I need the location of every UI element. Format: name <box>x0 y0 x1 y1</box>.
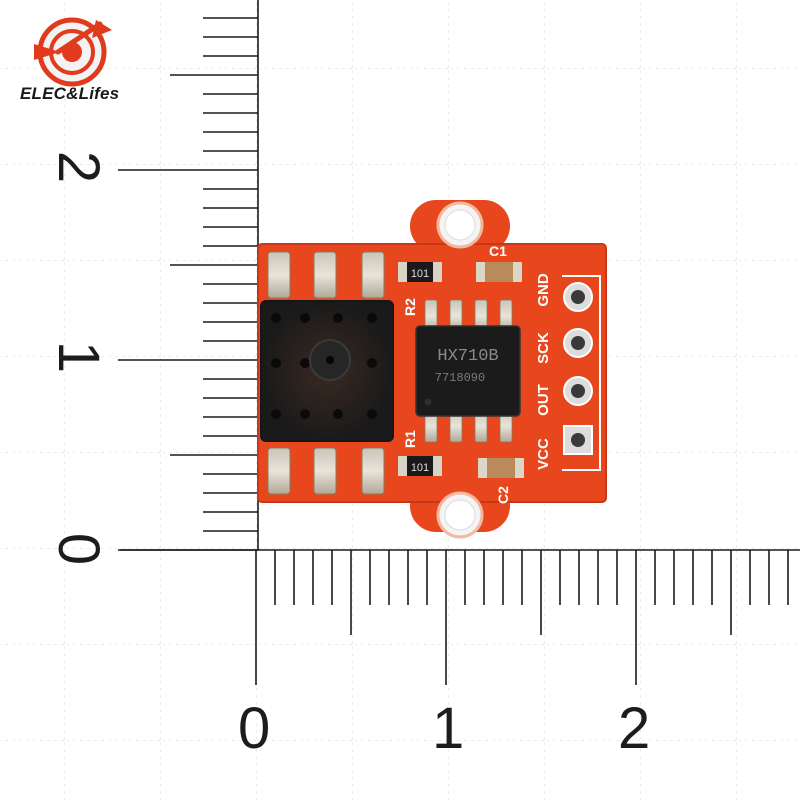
ruler-label-left-1: 1 <box>46 340 112 374</box>
hx710b-chip: HX710B 7718090 <box>415 325 521 417</box>
resistor-code-top: 101 <box>411 268 429 280</box>
header-pins <box>563 282 593 455</box>
capacitor-c1 <box>476 262 522 282</box>
ruler-label-bottom-0: 0 <box>238 696 271 761</box>
resistor-r2: 101 <box>398 262 442 282</box>
header-pin-outline <box>562 275 601 471</box>
mounting-hole-top <box>436 201 484 249</box>
label-r2: R2 <box>402 298 418 316</box>
ruler-label-bottom-2: 2 <box>618 696 651 761</box>
pin-label-gnd: GND <box>535 273 552 307</box>
sensor-pads-bottom <box>267 447 385 495</box>
chip-part-number: HX710B <box>437 347 498 366</box>
pin-label-vcc: VCC <box>535 438 552 470</box>
resistor-code-bottom: 101 <box>411 462 429 474</box>
label-r1: R1 <box>402 430 418 448</box>
chip-date-code: 7718090 <box>435 371 485 385</box>
pin-vcc <box>563 425 593 455</box>
sensor-pads-top <box>267 251 385 299</box>
hx710b-module: HX710B 7718090 101 101 C1 R <box>257 200 607 539</box>
label-c2: C2 <box>495 486 511 504</box>
label-c1: C1 <box>489 243 507 259</box>
mounting-hole-bottom <box>436 491 484 539</box>
chip-legs <box>424 299 513 443</box>
ruler-label-left-0: 0 <box>46 532 112 566</box>
brand-logo-icon <box>34 17 112 87</box>
resistor-r1: 101 <box>398 456 442 476</box>
brand-name: ELEC&Lifes <box>20 84 120 103</box>
pin-label-out: OUT <box>535 384 552 416</box>
capacitor-c2 <box>478 458 524 478</box>
ruler-label-bottom-1: 1 <box>432 696 465 761</box>
pin-gnd <box>563 282 593 312</box>
ruler-label-left-2: 2 <box>46 150 112 184</box>
pressure-sensor <box>260 300 394 442</box>
pin-label-sck: SCK <box>535 332 552 364</box>
pin-out <box>563 376 593 406</box>
pin-sck <box>563 328 593 358</box>
pin-labels: GND SCK OUT VCC <box>535 273 552 470</box>
horizontal-ruler-ticks <box>255 550 789 685</box>
